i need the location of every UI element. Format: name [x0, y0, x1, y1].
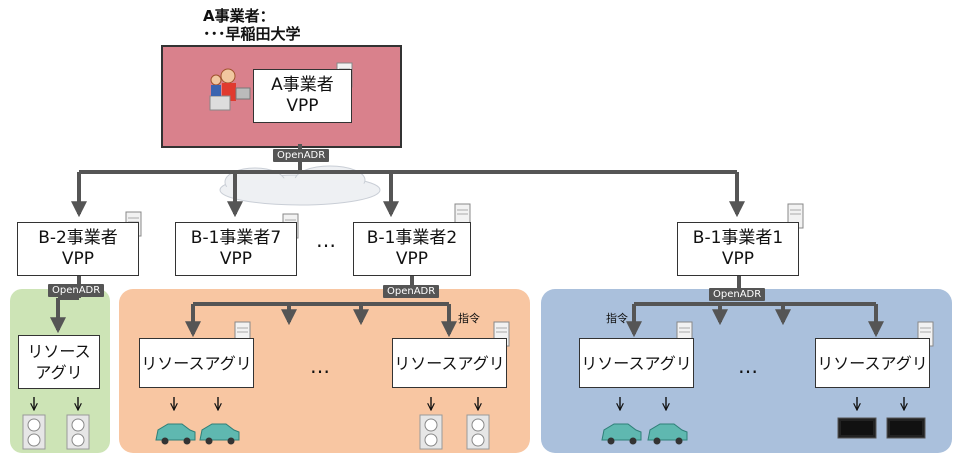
server-icon: [125, 62, 934, 347]
ellipsis-orange: …: [310, 354, 330, 378]
ellipsis-aggregators: …: [316, 228, 336, 252]
electric-car-icon: [155, 423, 688, 445]
openadr-label-blue: OpenADR: [709, 288, 766, 301]
resource-aggregator-box-orange-1: リソースアグリ: [139, 338, 254, 388]
top-caption-line1: A事業者：: [203, 7, 275, 25]
b2-operator-vpp-line2: VPP: [61, 249, 95, 269]
air-conditioner-icon: [22, 414, 490, 450]
ellipsis-blue: …: [738, 354, 758, 378]
b1-operator2-vpp-box: B-1事業者2 VPP: [353, 222, 471, 276]
resource-aggregator-label: リソースアグリ: [581, 353, 692, 373]
instruction-label-orange: 指令: [458, 312, 480, 325]
b1-operator1-vpp-box: B-1事業者1 VPP: [677, 222, 799, 276]
openadr-label-orange: OpenADR: [383, 285, 440, 298]
resource-aggregator-box-blue-1: リソースアグリ: [579, 338, 694, 388]
b1-operator2-vpp-line2: VPP: [395, 249, 429, 269]
b2-operator-vpp-box: B-2事業者 VPP: [17, 222, 139, 276]
resource-aggregator-box-orange-2: リソースアグリ: [392, 338, 507, 388]
down-arrow-icon: [34, 397, 904, 410]
b1-operator7-vpp-box: B-1事業者7 VPP: [175, 222, 297, 276]
b1-operator1-vpp-line1: B-1事業者1: [692, 228, 784, 248]
a-operator-vpp-line2: VPP: [286, 96, 319, 116]
b1-operator2-vpp-line1: B-1事業者2: [366, 228, 458, 248]
openadr-label-top: OpenADR: [273, 149, 330, 162]
openadr-label-green: OpenADR: [48, 284, 105, 297]
a-operator-vpp-line1: A事業者: [271, 75, 334, 95]
resource-aggregator-label: リソースアグリ: [141, 353, 252, 373]
b1-operator1-vpp-line2: VPP: [721, 249, 755, 269]
b2-operator-vpp-line1: B-2事業者: [38, 228, 118, 248]
battery-storage-icon: [837, 417, 926, 439]
resource-aggregator-line2: アグリ: [35, 363, 83, 382]
resource-aggregator-line1: リソース: [27, 342, 91, 361]
resource-aggregator-box-blue-2: リソースアグリ: [815, 338, 930, 388]
person-at-desk-icon: [209, 68, 251, 111]
a-operator-vpp-box: A事業者 VPP: [253, 69, 352, 123]
resource-aggregator-label: リソースアグリ: [817, 353, 928, 373]
resource-aggregator-box-green: リソース アグリ: [18, 335, 100, 389]
b1-operator7-vpp-line1: B-1事業者7: [190, 228, 282, 248]
b1-operator7-vpp-line2: VPP: [219, 249, 253, 269]
resource-aggregator-label: リソースアグリ: [394, 353, 505, 373]
instruction-label-blue: 指令: [606, 312, 628, 325]
top-caption-line2: ･･･早稲田大学: [203, 25, 301, 43]
